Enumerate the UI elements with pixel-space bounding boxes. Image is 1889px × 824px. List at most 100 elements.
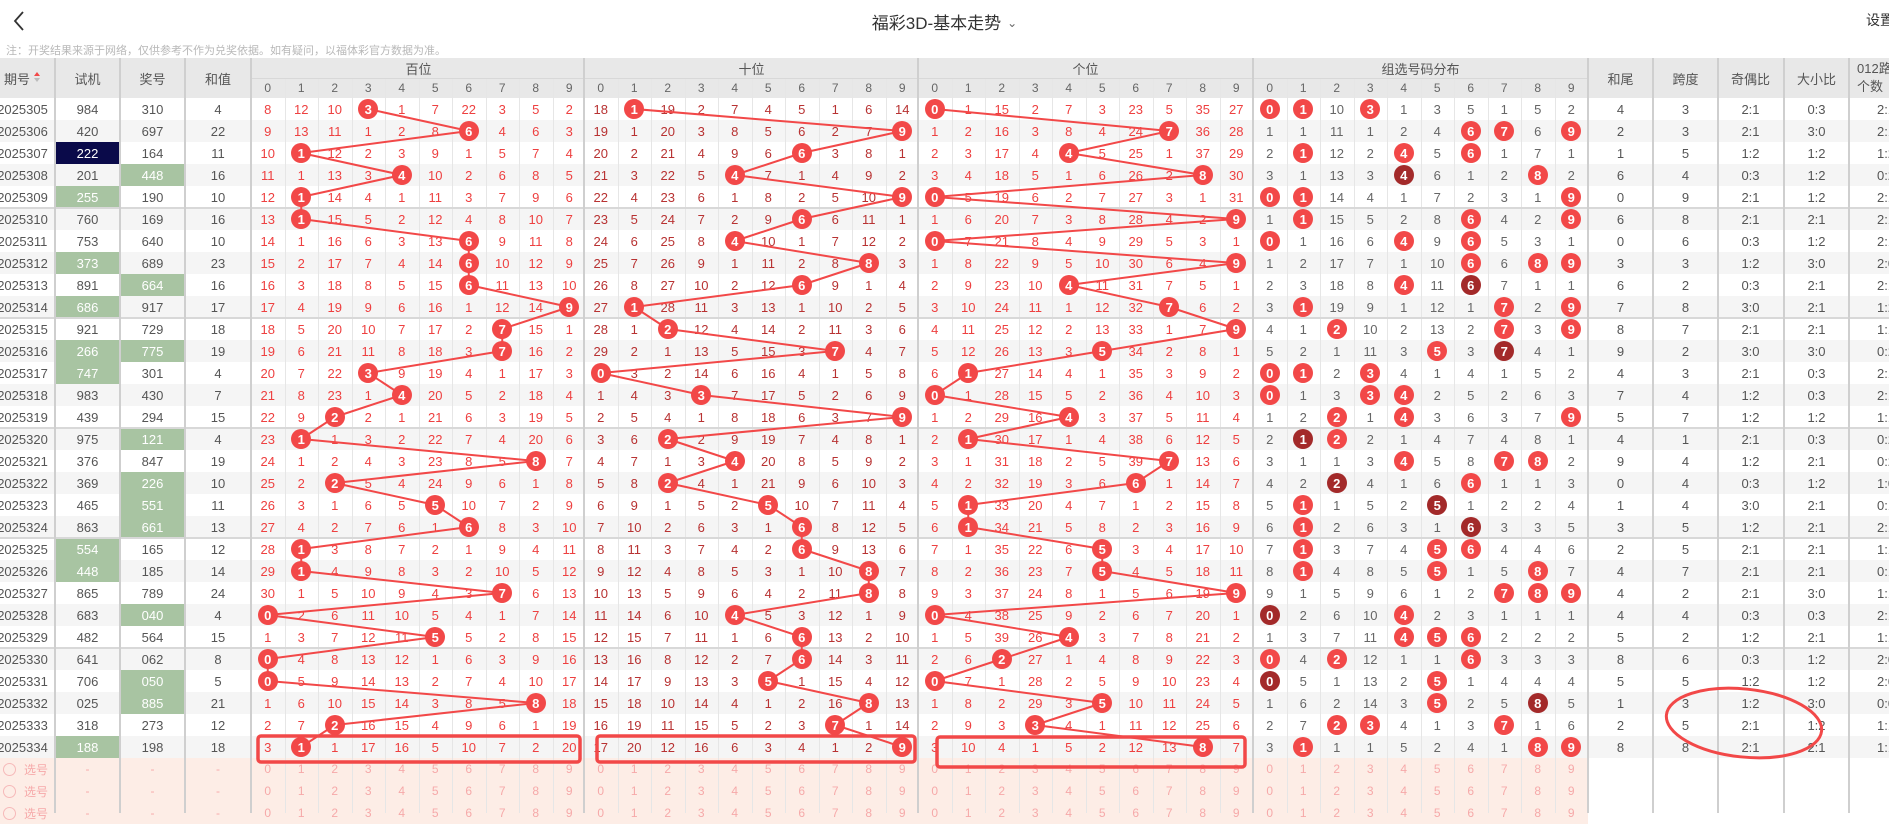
pick-digit-shi[interactable]: 4 [731, 806, 739, 820]
header-issue[interactable]: 期号 [0, 58, 55, 98]
pick-digit-ge[interactable]: 4 [1065, 762, 1073, 776]
pick-digit-zu[interactable]: 9 [1567, 762, 1575, 776]
pick-digit-zu[interactable]: 5 [1433, 762, 1441, 776]
pick-digit-zu[interactable]: 2 [1333, 806, 1341, 820]
pick-digit-ge[interactable]: 5 [1098, 784, 1106, 798]
pick-digit-shi[interactable]: 3 [697, 784, 705, 798]
pick-digit-shi[interactable]: 9 [898, 806, 906, 820]
pick-digit-shi[interactable]: 6 [798, 784, 806, 798]
pick-digit-bai[interactable]: 2 [331, 762, 339, 776]
pick-digit-zu[interactable]: 3 [1366, 806, 1374, 820]
pick-digit-shi[interactable]: 7 [831, 762, 839, 776]
pick-digit-ge[interactable]: 5 [1098, 806, 1106, 820]
pick-digit-zu[interactable]: 7 [1500, 762, 1508, 776]
pick-digit-zu[interactable]: 6 [1467, 784, 1475, 798]
pick-digit-shi[interactable]: 9 [898, 762, 906, 776]
pick-digit-zu[interactable]: 8 [1534, 784, 1542, 798]
pick-digit-zu[interactable]: 2 [1333, 784, 1341, 798]
pick-digit-ge[interactable]: 9 [1232, 806, 1240, 820]
pick-digit-ge[interactable]: 9 [1232, 762, 1240, 776]
page-title[interactable]: 福彩3D-基本走势⌄ [0, 9, 1889, 34]
pick-digit-bai[interactable]: 8 [532, 762, 540, 776]
pick-digit-bai[interactable]: 6 [465, 762, 473, 776]
pick-digit-shi[interactable]: 8 [865, 762, 873, 776]
pick-digit-shi[interactable]: 7 [831, 806, 839, 820]
pick-digit-ge[interactable]: 9 [1232, 784, 1240, 798]
pick-digit-bai[interactable]: 5 [431, 762, 439, 776]
pick-digit-bai[interactable]: 1 [297, 784, 305, 798]
pick-digit-ge[interactable]: 6 [1132, 784, 1140, 798]
pick-digit-ge[interactable]: 6 [1132, 762, 1140, 776]
pick-digit-ge[interactable]: 1 [964, 784, 972, 798]
pick-digit-zu[interactable]: 9 [1567, 806, 1575, 820]
pick-digit-bai[interactable]: 2 [331, 806, 339, 820]
pick-digit-shi[interactable]: 7 [831, 784, 839, 798]
table-row[interactable] [0, 318, 1889, 340]
pick-digit-bai[interactable]: 7 [498, 784, 506, 798]
pick-digit-ge[interactable]: 2 [998, 762, 1006, 776]
radio-circle-icon[interactable] [2, 784, 16, 798]
back-button[interactable] [8, 8, 32, 34]
pick-digit-ge[interactable]: 0 [931, 762, 939, 776]
pick-digit-bai[interactable]: 5 [431, 806, 439, 820]
pick-digit-shi[interactable]: 1 [630, 784, 638, 798]
pick-digit-ge[interactable]: 7 [1165, 762, 1173, 776]
pick-digit-ge[interactable]: 4 [1065, 806, 1073, 820]
settings-button[interactable]: 设置 [1866, 12, 1889, 28]
radio-circle-icon[interactable] [2, 762, 16, 776]
pick-digit-bai[interactable]: 9 [565, 806, 573, 820]
pick-digit-shi[interactable]: 5 [764, 784, 772, 798]
pick-digit-bai[interactable]: 6 [465, 784, 473, 798]
pick-digit-zu[interactable]: 1 [1299, 762, 1307, 776]
pick-digit-shi[interactable]: 6 [798, 762, 806, 776]
pick-digit-zu[interactable]: 7 [1500, 806, 1508, 820]
pick-digit-ge[interactable]: 2 [998, 784, 1006, 798]
pick-digit-shi[interactable]: 2 [664, 784, 672, 798]
pick-digit-ge[interactable]: 3 [1031, 806, 1039, 820]
pick-digit-bai[interactable]: 4 [398, 806, 406, 820]
pick-digit-shi[interactable]: 2 [664, 762, 672, 776]
pick-digit-zu[interactable]: 0 [1266, 762, 1274, 776]
pick-digit-shi[interactable]: 6 [798, 806, 806, 820]
pick-digit-zu[interactable]: 4 [1400, 784, 1408, 798]
pick-digit-bai[interactable]: 0 [264, 806, 272, 820]
table-row[interactable] [0, 538, 1889, 560]
pick-digit-shi[interactable]: 4 [731, 784, 739, 798]
pick-digit-bai[interactable]: 8 [532, 784, 540, 798]
pick-digit-bai[interactable]: 2 [331, 784, 339, 798]
pick-digit-zu[interactable]: 4 [1400, 806, 1408, 820]
pick-digit-shi[interactable]: 0 [597, 784, 605, 798]
pick-digit-zu[interactable]: 3 [1366, 784, 1374, 798]
pick-digit-bai[interactable]: 0 [264, 762, 272, 776]
pick-digit-bai[interactable]: 1 [297, 806, 305, 820]
pick-digit-ge[interactable]: 6 [1132, 806, 1140, 820]
pick-digit-ge[interactable]: 1 [964, 806, 972, 820]
table-row[interactable] [0, 494, 1889, 516]
pick-digit-ge[interactable]: 2 [998, 806, 1006, 820]
pick-digit-zu[interactable]: 6 [1467, 762, 1475, 776]
pick-digit-ge[interactable]: 7 [1165, 806, 1173, 820]
pick-digit-bai[interactable]: 4 [398, 762, 406, 776]
pick-digit-bai[interactable]: 6 [465, 806, 473, 820]
pick-digit-bai[interactable]: 3 [364, 806, 372, 820]
pick-digit-bai[interactable]: 9 [565, 784, 573, 798]
pick-digit-ge[interactable]: 1 [964, 762, 972, 776]
pick-row-label[interactable]: 选号 [0, 802, 55, 824]
pick-digit-bai[interactable]: 7 [498, 806, 506, 820]
pick-digit-ge[interactable]: 3 [1031, 784, 1039, 798]
pick-digit-ge[interactable]: 7 [1165, 784, 1173, 798]
pick-digit-bai[interactable]: 5 [431, 784, 439, 798]
pick-digit-ge[interactable]: 0 [931, 784, 939, 798]
pick-digit-zu[interactable]: 4 [1400, 762, 1408, 776]
radio-circle-icon[interactable] [2, 806, 16, 820]
pick-digit-shi[interactable]: 0 [597, 762, 605, 776]
pick-digit-ge[interactable]: 4 [1065, 784, 1073, 798]
pick-digit-zu[interactable]: 5 [1433, 784, 1441, 798]
pick-digit-zu[interactable]: 6 [1467, 806, 1475, 820]
pick-digit-shi[interactable]: 4 [731, 762, 739, 776]
pick-digit-bai[interactable]: 8 [532, 806, 540, 820]
pick-digit-shi[interactable]: 5 [764, 762, 772, 776]
pick-digit-bai[interactable]: 9 [565, 762, 573, 776]
pick-digit-ge[interactable]: 3 [1031, 762, 1039, 776]
pick-digit-shi[interactable]: 8 [865, 806, 873, 820]
